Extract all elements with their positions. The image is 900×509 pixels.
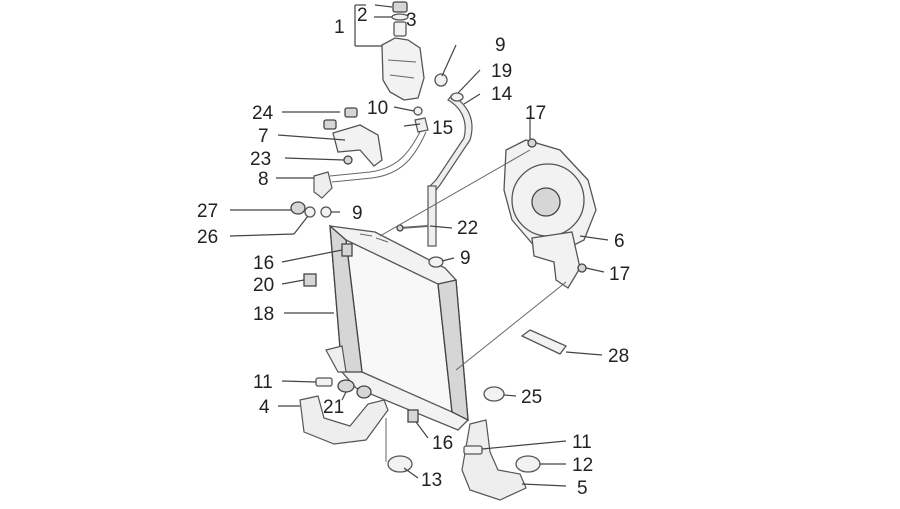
- callout-26: 26: [197, 227, 218, 248]
- callout-22: 22: [457, 218, 478, 239]
- callout-9-mid: 9: [352, 203, 363, 224]
- callout-27: 27: [197, 201, 218, 222]
- clamp-11-right: [463, 445, 483, 455]
- lower-hose-left: [299, 345, 389, 445]
- rubber-grommet: [323, 107, 358, 130]
- callout-6: 6: [614, 231, 625, 252]
- callout-23: 23: [250, 149, 271, 170]
- bolt-22: [396, 224, 429, 232]
- clamp-25: [483, 386, 505, 402]
- callout-2: 2: [357, 5, 368, 26]
- fan-screw-bottom: [577, 263, 587, 273]
- clip-16-bottom: [407, 409, 419, 423]
- mounting-bracket: [332, 124, 383, 167]
- callout-7: 7: [258, 126, 269, 147]
- small-clamp: [413, 106, 423, 116]
- callout-17-bottom: 17: [609, 264, 630, 285]
- vertical-pipe: [427, 185, 437, 247]
- callout-17-top: 17: [525, 103, 546, 124]
- callout-9-radiator: 9: [460, 248, 471, 269]
- clip-16-top: [341, 243, 353, 257]
- bracket-screw: [343, 155, 353, 165]
- callout-9-top: 9: [495, 35, 506, 56]
- washer-26: [304, 206, 316, 218]
- callout-4: 4: [259, 397, 270, 418]
- callout-11-left: 11: [253, 372, 273, 393]
- callout-25: 25: [521, 387, 542, 408]
- clamp-9-mid: [320, 206, 332, 218]
- leader-lines: [229, 44, 609, 487]
- callout-14: 14: [491, 84, 513, 105]
- breather-hose: [329, 117, 429, 183]
- callout-11-right: 11: [572, 432, 592, 453]
- fan-screw-top: [527, 138, 537, 148]
- lower-hose-right: [461, 419, 527, 501]
- callout-28: 28: [608, 346, 629, 367]
- callout-19: 19: [491, 61, 512, 82]
- callout-21: 21: [323, 397, 344, 418]
- callout-16-top: 16: [253, 253, 274, 274]
- clamp-13: [387, 455, 413, 473]
- radiator: [329, 224, 469, 431]
- clip-20: [303, 273, 317, 287]
- callout-3: 3: [406, 10, 417, 31]
- tank-cap: [392, 1, 408, 13]
- callout-18: 18: [253, 304, 274, 325]
- callout-15: 15: [432, 118, 453, 139]
- callout-13: 13: [421, 470, 442, 491]
- small-hose: [313, 171, 333, 199]
- callout-1: 1: [334, 17, 345, 38]
- callout-labels: 1 2 3 9 19 14 17 24 10 15 7 23 8 27 9 26…: [197, 5, 630, 499]
- callout-8: 8: [258, 169, 269, 190]
- grommet-21: [337, 379, 372, 399]
- hose-clip: [450, 92, 464, 102]
- overflow-hose: [429, 94, 473, 191]
- callout-12: 12: [572, 455, 593, 476]
- clamp-9-radiator: [428, 256, 444, 268]
- hose-clamp-top: [434, 73, 448, 87]
- clamp-11-left: [315, 377, 333, 387]
- callout-16-bottom: 16: [432, 433, 453, 454]
- callout-5: 5: [577, 478, 588, 499]
- callout-10: 10: [367, 98, 388, 119]
- foam-strip: [520, 329, 568, 355]
- expansion-tank: [381, 21, 425, 101]
- clamp-12: [515, 455, 541, 473]
- callout-24: 24: [252, 103, 274, 124]
- callout-20: 20: [253, 275, 274, 296]
- cooling-fan: [503, 139, 597, 289]
- cap-27: [290, 201, 306, 215]
